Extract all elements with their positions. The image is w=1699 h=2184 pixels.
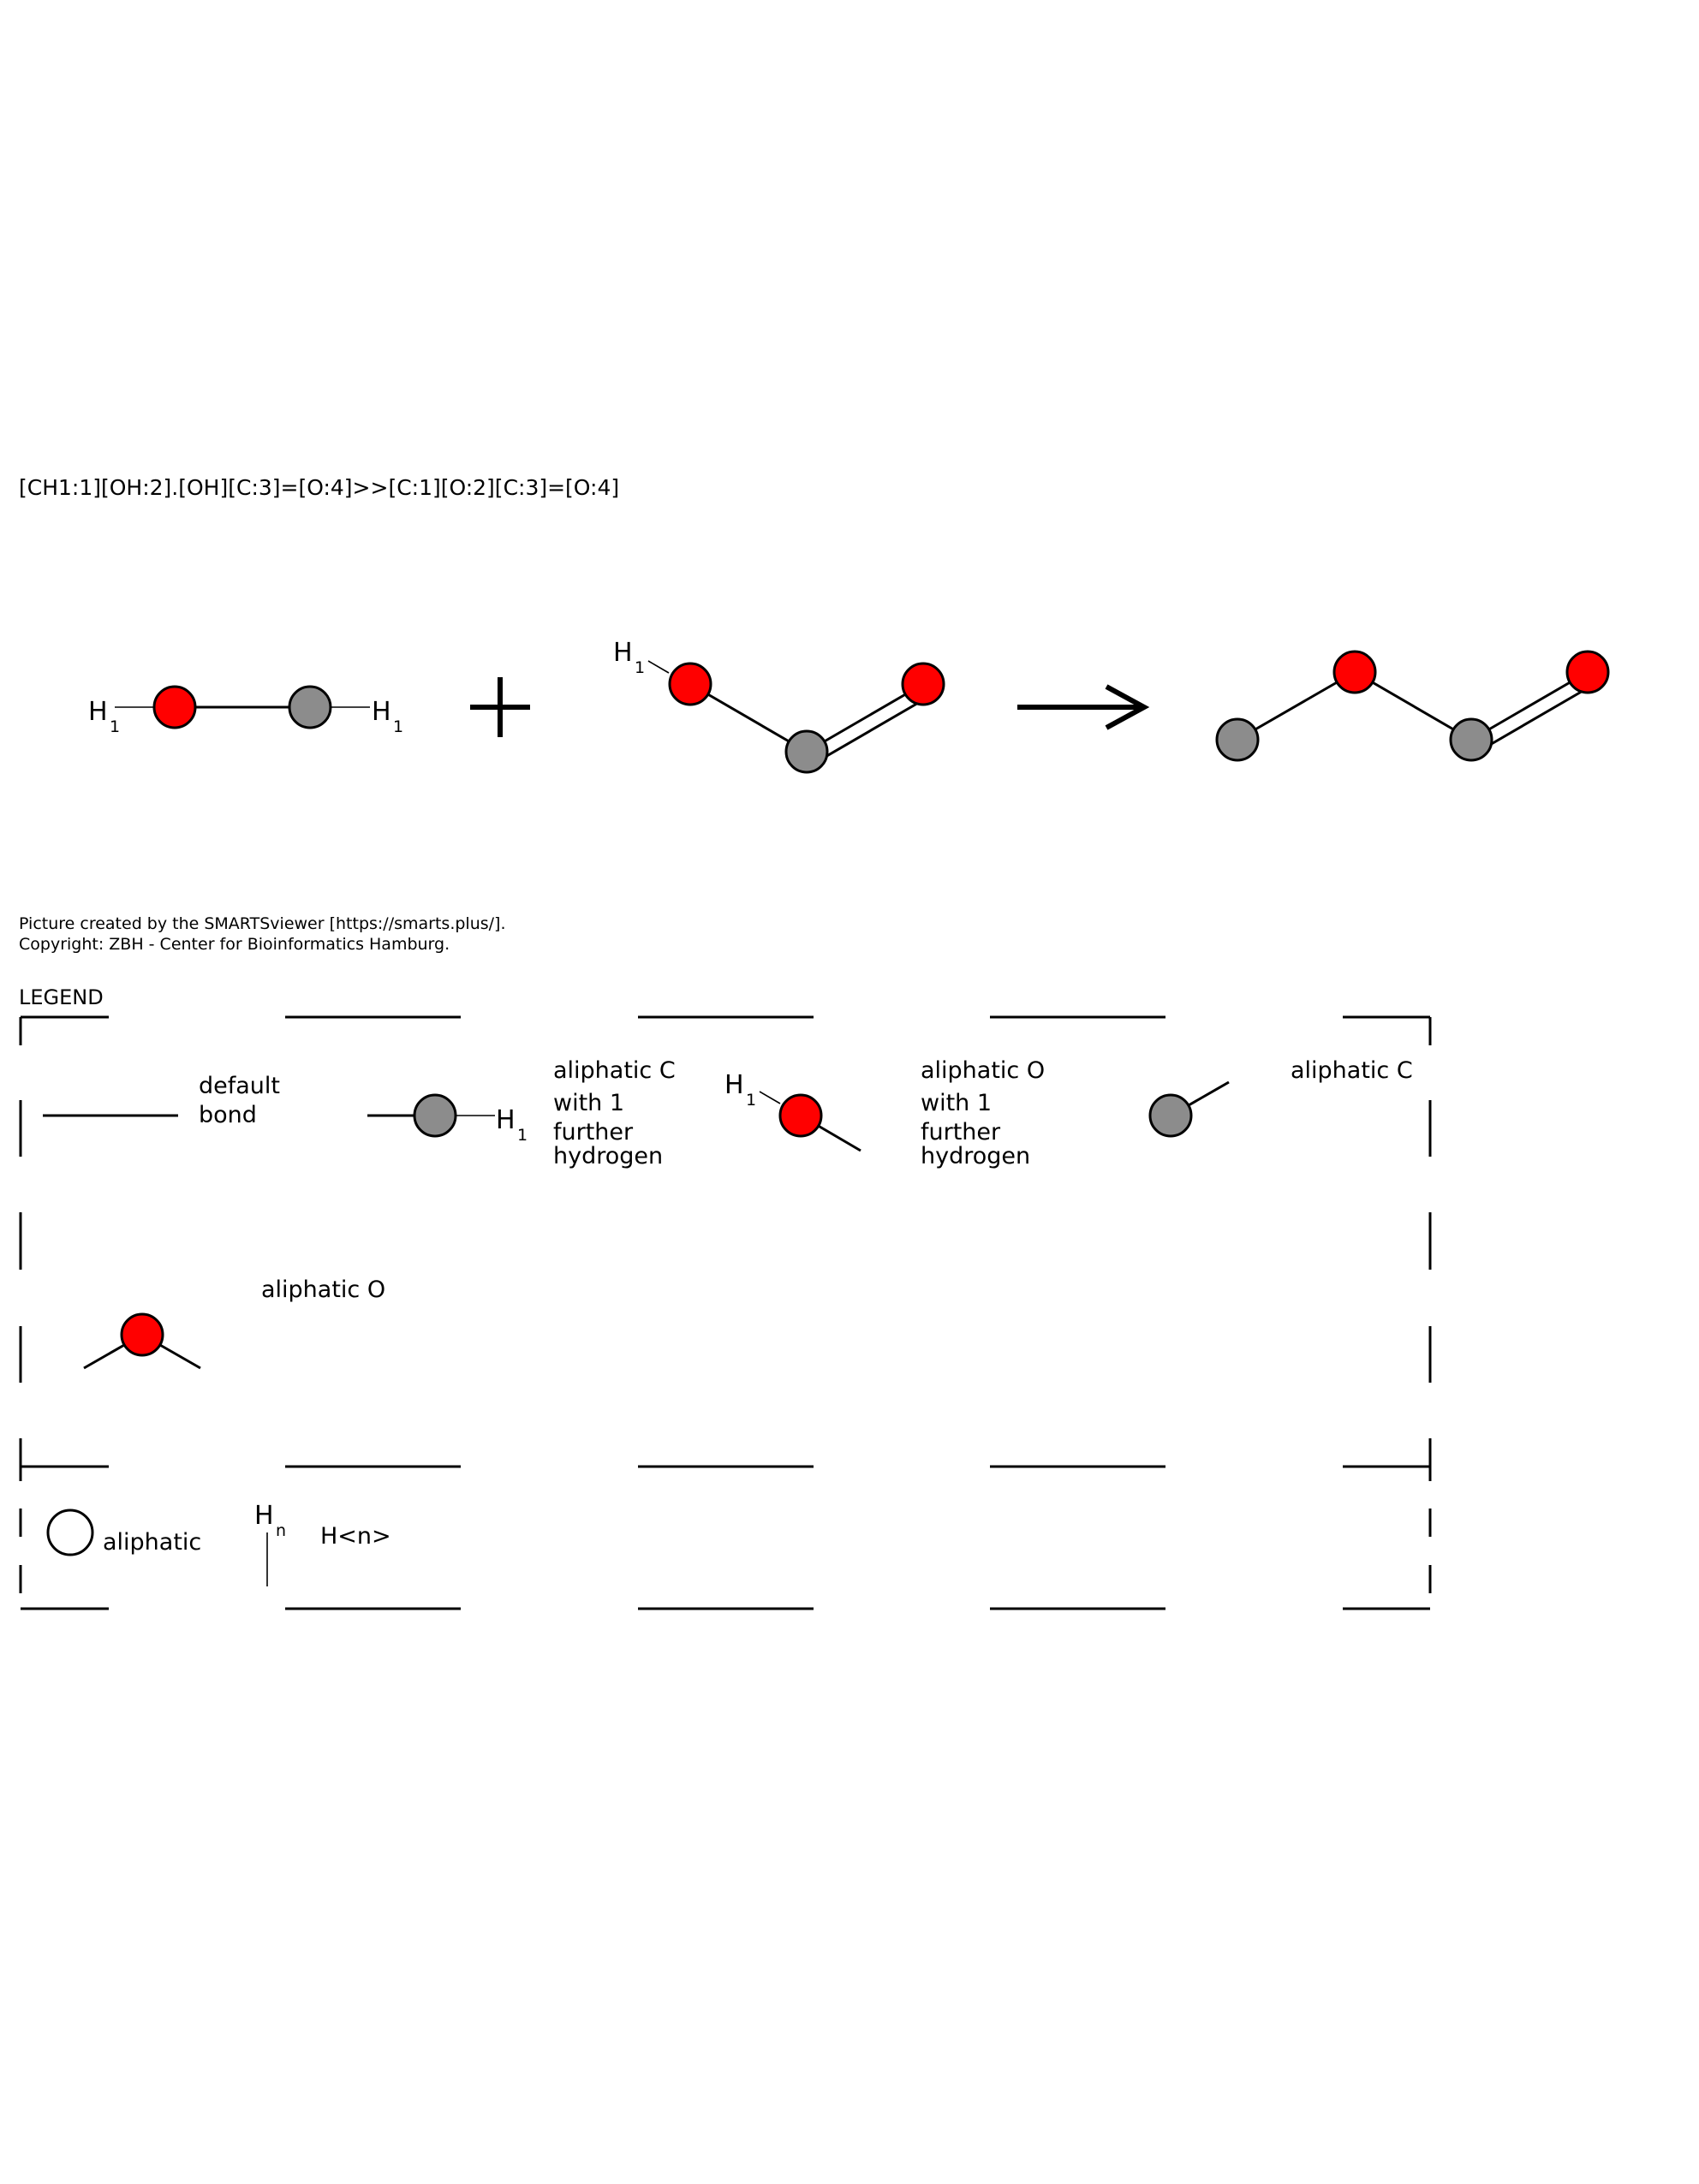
- double-bond-line: [1470, 670, 1589, 741]
- legend-aliphatic: aliphatic: [46, 1509, 201, 1556]
- carbon-atom: [1449, 717, 1493, 762]
- legend-label: aliphatic C: [1291, 1057, 1413, 1084]
- reaction-arrow-icon: [1017, 684, 1150, 730]
- oxygen-atom: [901, 662, 945, 706]
- aliphatic-circle-icon: [46, 1509, 94, 1556]
- legend-label: aliphatic O: [921, 1057, 1045, 1084]
- legend-aliphatic-o-h1: H 1 aliphatic O with 1 further hydrogen: [724, 1057, 1045, 1169]
- legend-default-bond: default bond: [43, 1073, 280, 1128]
- hydrogen-count: 1: [517, 1126, 528, 1145]
- legend-label: with 1: [921, 1090, 992, 1116]
- oxygen-atom: [1565, 650, 1610, 694]
- double-bond-line: [1477, 682, 1595, 753]
- legend-label: further: [553, 1119, 634, 1146]
- single-bond: [689, 682, 808, 753]
- legend-title: LEGEND: [19, 985, 104, 1009]
- double-bond-line: [813, 694, 931, 765]
- double-bond-line: [806, 682, 924, 753]
- single-bond: [1237, 670, 1356, 741]
- oxygen-atom: [1332, 650, 1377, 694]
- carbon-atom: [413, 1093, 457, 1138]
- copyright-line: Copyright: ZBH - Center for Bioinformati…: [19, 935, 450, 954]
- legend-label: aliphatic: [103, 1529, 201, 1556]
- h-bond: [647, 660, 670, 674]
- hydrogen-count: 1: [393, 717, 403, 736]
- carbon-atom: [784, 729, 829, 774]
- legend-label: bond: [199, 1102, 257, 1128]
- carbon-atom: [1215, 717, 1260, 762]
- legend-label: further: [921, 1119, 1001, 1146]
- hydrogen-count: 1: [746, 1091, 756, 1110]
- hydrogen-label: H: [254, 1501, 274, 1531]
- hydrogen-label: H: [88, 697, 108, 727]
- oxygen-atom: [778, 1093, 823, 1138]
- legend-aliphatic-c: aliphatic C: [1148, 1057, 1413, 1138]
- legend-aliphatic-c-h1: H 1 aliphatic C with 1 further hydrogen: [367, 1057, 676, 1169]
- legend-label: aliphatic C: [553, 1057, 676, 1084]
- smarts-string: [CH1:1][OH:2].[OH][C:3]=[O:4]>>[C:1][O:2…: [19, 475, 619, 500]
- hydrogen-label: H: [496, 1105, 516, 1135]
- plus-icon: [470, 677, 530, 737]
- carbon-atom: [1148, 1093, 1193, 1138]
- legend-hn: H n H<n>: [254, 1501, 391, 1586]
- hydrogen-label: H: [372, 697, 391, 727]
- legend-label: default: [199, 1073, 280, 1099]
- credit-line: Picture created by the SMARTSviewer [htt…: [19, 914, 506, 933]
- hydrogen-label: H: [724, 1070, 744, 1100]
- product: [1215, 650, 1610, 762]
- reactant-2: H 1: [613, 638, 945, 774]
- single-bond: [1354, 670, 1472, 741]
- oxygen-atom: [120, 1312, 164, 1357]
- hydrogen-count: n: [276, 1521, 286, 1540]
- hydrogen-count: 1: [110, 717, 120, 736]
- oxygen-atom: [668, 662, 712, 706]
- legend-label: H<n>: [320, 1523, 391, 1550]
- oxygen-atom: [152, 685, 197, 729]
- hydrogen-count: 1: [635, 658, 645, 677]
- legend-aliphatic-o: aliphatic O: [83, 1276, 385, 1370]
- hydrogen-label: H: [613, 638, 633, 668]
- legend-frame: [19, 1015, 1432, 1468]
- legend-label: hydrogen: [553, 1143, 663, 1169]
- legend-label: with 1: [553, 1090, 624, 1116]
- legend-frame-2: [19, 1467, 1432, 1610]
- carbon-atom: [288, 685, 332, 729]
- reactant-1: H 1 H 1: [88, 685, 403, 736]
- legend-label: hydrogen: [921, 1143, 1030, 1169]
- legend-label: aliphatic O: [261, 1276, 385, 1303]
